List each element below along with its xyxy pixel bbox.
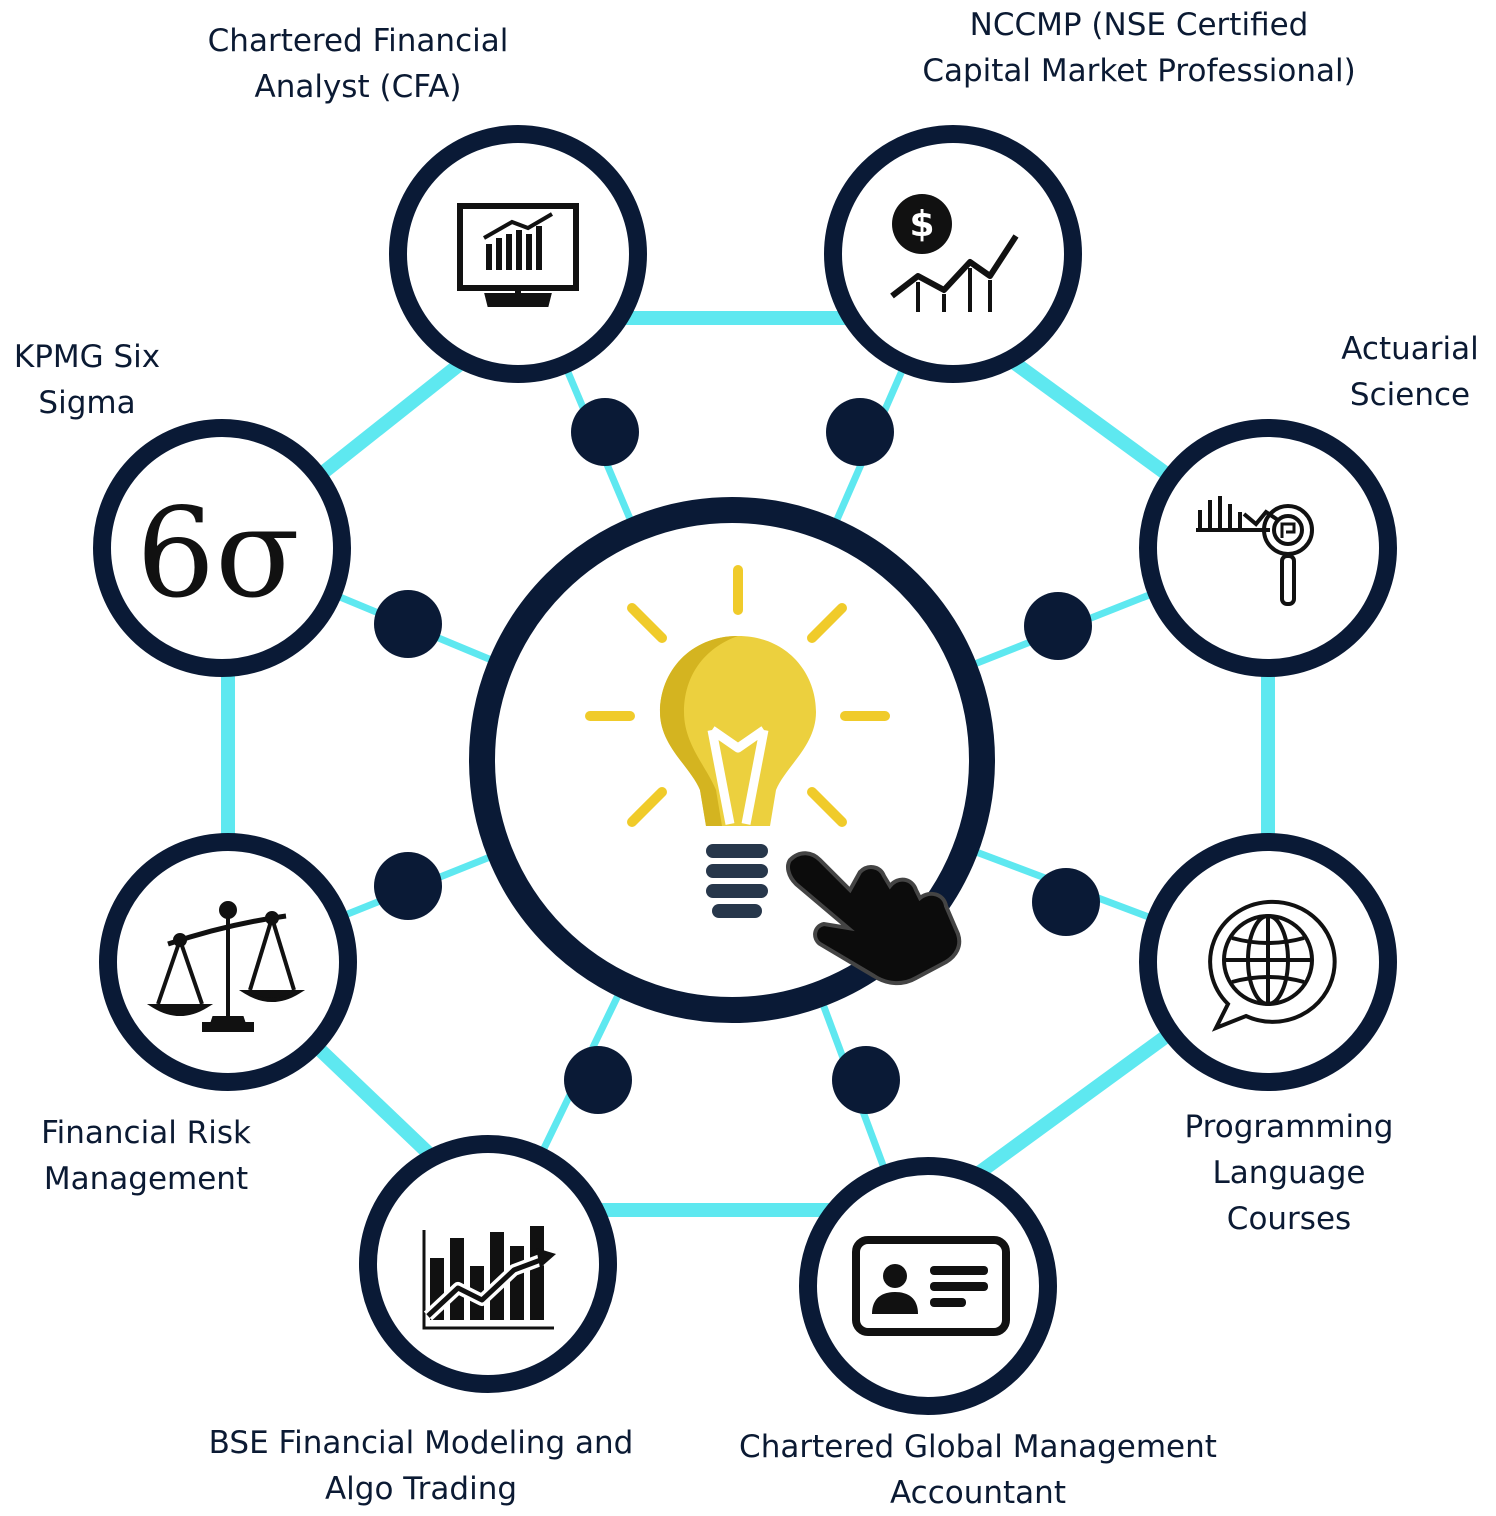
label-nccmp-line2: Capital Market Professional) (922, 53, 1356, 89)
label-sixsigma: KPMG Six Sigma (4, 334, 170, 426)
hub (469, 497, 995, 1023)
label-sixsigma-line2: Sigma (38, 385, 136, 421)
globe-speech-bubble-icon (1208, 899, 1337, 1032)
label-cfa-line2: Analyst (CFA) (254, 69, 462, 105)
label-programming-line3: Courses (1226, 1201, 1352, 1237)
label-bse: BSE Financial Modeling and Algo Trading (186, 1420, 656, 1512)
connector-dot (826, 398, 894, 466)
svg-text:$: $ (909, 204, 934, 245)
node-bse (359, 1135, 617, 1393)
label-actuarial-line2: Science (1349, 377, 1471, 413)
node-nccmp: $ (824, 125, 1082, 383)
label-frm-line1: Financial Risk (41, 1115, 251, 1151)
dollar-growth-chart-icon: $ (890, 194, 1019, 312)
id-card-icon (852, 1236, 1010, 1336)
label-cgma-line2: Accountant (890, 1475, 1066, 1511)
connector-dot (564, 1046, 632, 1114)
node-sixsigma: 6σ (93, 419, 351, 677)
node-frm (99, 833, 357, 1091)
connector-dot (374, 590, 442, 658)
balance-scale-icon (146, 901, 306, 1032)
label-sixsigma-line1: KPMG Six (13, 339, 161, 375)
connector-dot (1024, 592, 1092, 660)
connector-dot (374, 852, 442, 920)
label-actuarial-line1: Actuarial (1341, 331, 1479, 367)
label-frm: Financial Risk Management (24, 1110, 268, 1202)
node-programming (1139, 833, 1397, 1091)
connector-dot (832, 1046, 900, 1114)
label-actuarial: Actuarial Science (1330, 326, 1490, 418)
label-programming-line1: Programming (1184, 1109, 1394, 1145)
label-cfa: Chartered Financial Analyst (CFA) (196, 18, 520, 110)
node-cfa (389, 125, 647, 383)
label-cgma: Chartered Global Management Accountant (716, 1424, 1240, 1516)
connector-dots (374, 398, 1100, 1114)
node-actuarial (1139, 419, 1397, 677)
label-nccmp: NCCMP (NSE Certified Capital Market Prof… (896, 2, 1382, 94)
lightbulb-icon (585, 565, 890, 918)
label-frm-line2: Management (43, 1161, 249, 1197)
label-programming-line2: Language (1212, 1155, 1366, 1191)
label-nccmp-line1: NCCMP (NSE Certified (969, 7, 1309, 43)
node-cgma (799, 1157, 1057, 1415)
label-cgma-line1: Chartered Global Management (739, 1429, 1217, 1465)
six-sigma-icon: 6σ (136, 482, 300, 626)
label-bse-line1: BSE Financial Modeling and (208, 1425, 634, 1461)
connector-dot (1032, 868, 1100, 936)
label-cfa-line1: Chartered Financial (207, 23, 509, 59)
pointing-hand-icon (786, 851, 962, 985)
label-programming: Programming Language Courses (1166, 1104, 1412, 1242)
connector-dot (571, 398, 639, 466)
data-magnifier-icon (1196, 496, 1314, 606)
label-bse-line2: Algo Trading (324, 1471, 518, 1507)
monitor-chart-icon (457, 203, 579, 307)
trading-chart-arrow-icon (422, 1226, 556, 1330)
